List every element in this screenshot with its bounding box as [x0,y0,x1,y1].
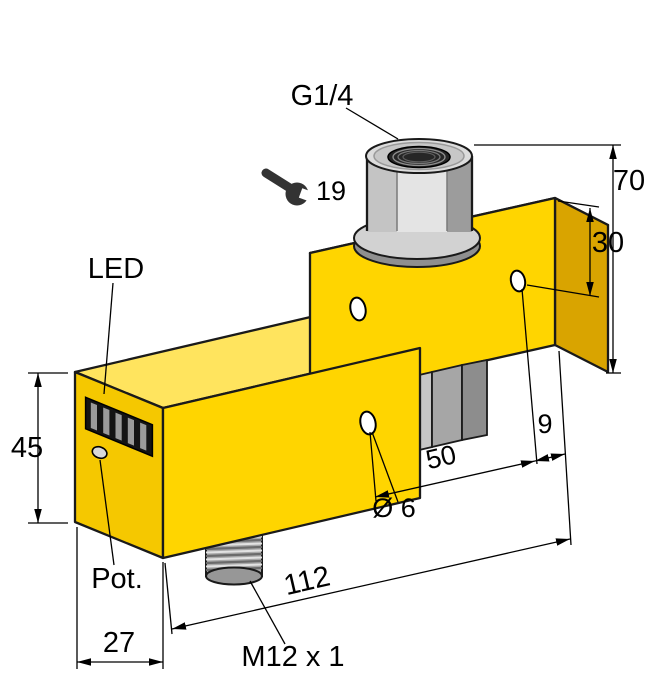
dim-30-label: 30 [592,227,624,259]
mounting-hole-upper [349,296,367,322]
fitting-thread-bore [387,145,451,169]
pot-adjuster [91,445,108,460]
dim-112-label: 112 [281,560,333,602]
label-wrench-size: 19 [316,176,346,206]
dimension-50 [369,288,538,502]
g14-leader-line [345,107,399,140]
dimension-27 [76,527,164,669]
dim-45-label: 45 [11,432,43,464]
pot-leader-line [99,459,115,566]
top-fitting-g14 [353,138,481,268]
dimension-30 [526,200,600,298]
dim-9-label: 9 [537,409,552,439]
label-g14: G1/4 [291,80,354,112]
m12-connector-tip [205,566,263,586]
housing-front-face [161,346,422,560]
label-hole-diameter: Ø 6 [372,493,416,523]
led-window [84,396,154,458]
dim-70-label: 70 [613,165,645,197]
label-m12: M12 x 1 [241,641,344,673]
dim-27-label: 27 [103,627,135,659]
dim-50-label: 50 [423,439,459,475]
led-bars [90,402,147,451]
m12-leader-line [249,580,286,645]
block-right-face [553,196,610,374]
fitting-hex-nut [365,156,474,232]
wrench-icon [261,168,320,206]
dimension-45 [28,372,68,524]
label-pot: Pot. [91,563,143,595]
sensor-housing [73,346,422,560]
mounting-hole-side [509,269,527,293]
dimension-112 [164,350,572,635]
dimension-9 [534,453,566,462]
label-led: LED [88,253,144,285]
led-leader-line [103,282,114,395]
dimension-70 [474,144,621,374]
